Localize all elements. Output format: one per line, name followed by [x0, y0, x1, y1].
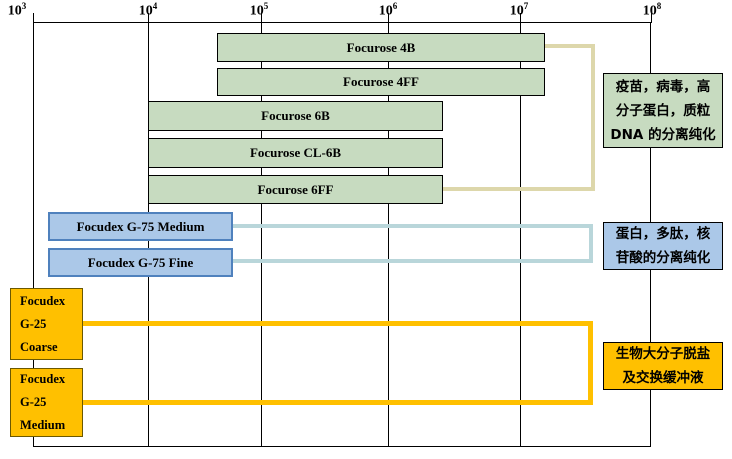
- connector-g25-top: [83, 321, 593, 326]
- axis-tick: [148, 13, 149, 23]
- tick-base: 10: [509, 3, 524, 19]
- bar-focurose-4ff: Focurose 4FF: [217, 68, 545, 96]
- note-g25-applications: 生物大分子脱盐 及交换缓冲液: [603, 342, 723, 390]
- axis-tick-label-1e4: 104: [139, 1, 158, 20]
- bar-label: Focurose 4FF: [343, 74, 419, 89]
- bar-label-line: Focudex: [20, 293, 66, 308]
- bar-label: Focudex G-75 Medium: [76, 218, 205, 234]
- axis-tick: [33, 13, 34, 23]
- note-line: 生物大分子脱盐: [615, 346, 711, 362]
- gridline-1e6: [388, 22, 389, 447]
- connector-g75-top: [233, 224, 593, 228]
- tick-base: 10: [378, 3, 393, 19]
- bar-focudex-g75-medium: Focudex G-75 Medium: [48, 212, 233, 241]
- bar-label-line: G-25: [20, 316, 47, 331]
- note-line: DNA 的分离纯化: [610, 126, 716, 143]
- tick-base: 10: [249, 3, 264, 19]
- axis-tick: [520, 13, 521, 23]
- axis-tick-label-1e5: 105: [250, 1, 269, 20]
- tick-exponent: 7: [523, 1, 529, 11]
- bar-label-line: Medium: [20, 418, 66, 432]
- bar-focurose-6ff: Focurose 6FF: [148, 175, 443, 204]
- connector-agarose-top: [545, 44, 595, 48]
- note-line: 分子蛋白，质粒: [615, 102, 711, 119]
- axis-tick-label-1e8: 108: [643, 1, 662, 20]
- tick-exponent: 3: [21, 1, 27, 11]
- gridline-1e5: [261, 22, 262, 447]
- bar-label-line: Focudex: [20, 372, 66, 386]
- bar-label: Focurose 4B: [346, 39, 416, 55]
- bar-focudex-g25-medium: Focudex G-25 Medium: [10, 368, 83, 437]
- bar-focurose-cl-6b: Focurose CL-6B: [148, 138, 443, 168]
- note-agarose-applications: 疫苗，病毒，高 分子蛋白，质粒 DNA 的分离纯化: [603, 73, 723, 148]
- axis-tick: [651, 13, 652, 23]
- connector-agarose-vertical: [591, 44, 595, 191]
- tick-exponent: 8: [656, 1, 662, 11]
- bar-focurose-6b: Focurose 6B: [148, 101, 443, 131]
- bar-label: Focurose 6FF: [257, 181, 334, 197]
- tick-base: 10: [138, 3, 153, 19]
- bar-label-line: G-25: [20, 395, 47, 409]
- note-line: 苷酸的分离纯化: [615, 250, 711, 266]
- connector-g75-bottom: [233, 259, 593, 263]
- bar-label-line: Coarse: [20, 339, 58, 354]
- axis-tick-label-1e3: 103: [8, 1, 27, 20]
- tick-exponent: 5: [263, 1, 269, 11]
- tick-base: 10: [642, 3, 657, 19]
- connector-g25-vertical: [588, 321, 593, 405]
- bar-focudex-g75-fine: Focudex G-75 Fine: [48, 248, 233, 277]
- bar-label: Focurose CL-6B: [249, 145, 342, 160]
- tick-exponent: 4: [152, 1, 158, 11]
- bar-focurose-4b: Focurose 4B: [217, 33, 545, 62]
- tick-base: 10: [7, 3, 22, 19]
- axis-tick-label-1e7: 107: [510, 1, 529, 20]
- connector-g75-vertical: [589, 224, 593, 263]
- bar-label: Focudex G-75 Fine: [87, 254, 194, 270]
- axis-tick: [261, 13, 262, 23]
- axis-tick: [388, 13, 389, 23]
- note-line: 疫苗，病毒，高: [615, 78, 711, 95]
- axis-tick-label-1e6: 106: [379, 1, 398, 20]
- connector-g25-bottom: [83, 400, 593, 405]
- note-line: 及交换缓冲液: [622, 370, 704, 386]
- note-line: 蛋白，多肽，核: [615, 226, 711, 242]
- gridline-1e7: [520, 22, 521, 447]
- note-g75-applications: 蛋白，多肽，核 苷酸的分离纯化: [603, 222, 723, 270]
- tick-exponent: 6: [392, 1, 398, 11]
- bar-label: Focurose 6B: [261, 108, 330, 123]
- connector-agarose-bottom: [443, 187, 595, 191]
- bar-focudex-g25-coarse: Focudex G-25 Coarse: [10, 288, 83, 360]
